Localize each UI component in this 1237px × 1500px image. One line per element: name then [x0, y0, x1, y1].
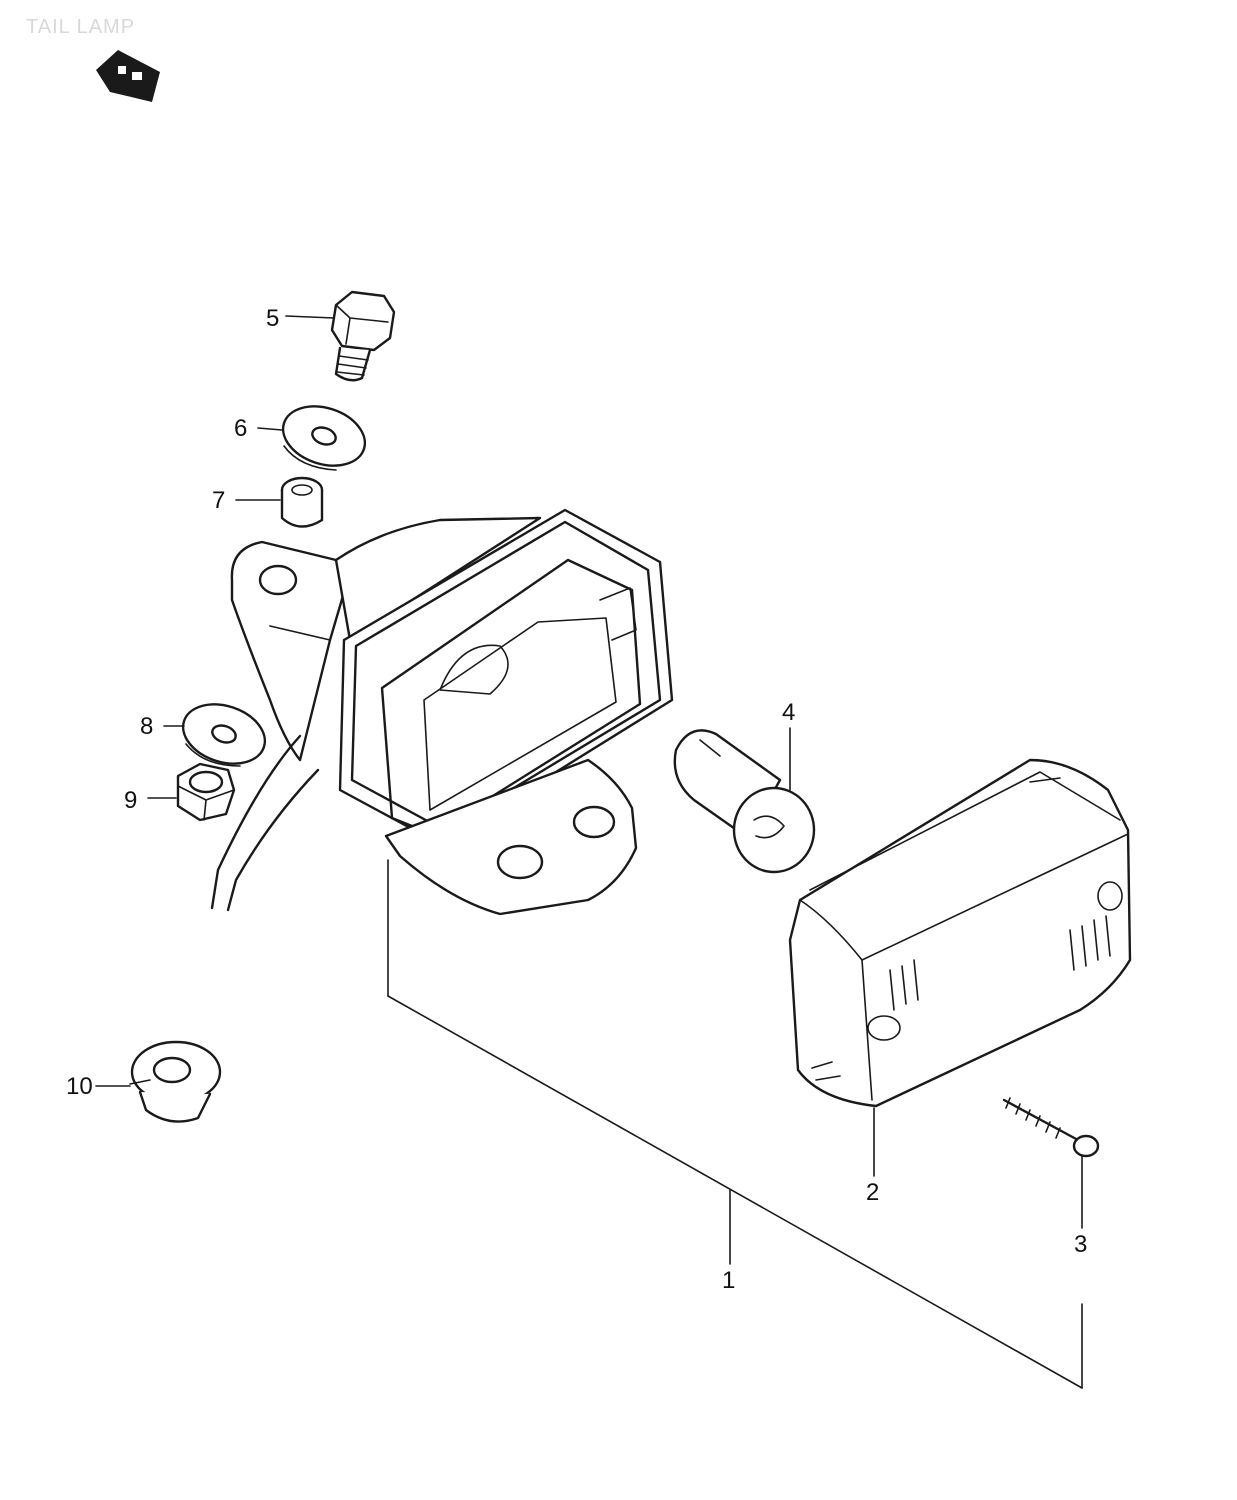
callout-1: 1 — [722, 1267, 735, 1294]
callout-10: 10 — [66, 1073, 93, 1100]
grommet-part — [129, 1040, 222, 1123]
leader-5 — [285, 315, 335, 319]
screw-part — [1002, 1097, 1100, 1158]
leader-6 — [257, 427, 283, 431]
bulb-part — [673, 729, 816, 874]
washer-part-6 — [281, 405, 367, 471]
badge-arrow-icon — [96, 50, 160, 102]
lens-part — [788, 758, 1132, 1108]
nut-part — [176, 762, 236, 822]
callout-9: 9 — [124, 787, 137, 814]
page-title: TAIL LAMP — [26, 16, 136, 38]
bolt-part — [330, 290, 396, 382]
callout-3: 3 — [1074, 1231, 1087, 1258]
leader-1 — [387, 859, 1083, 1389]
callout-8: 8 — [140, 713, 153, 740]
spacer-part — [280, 476, 324, 528]
callout-7: 7 — [212, 487, 225, 514]
callout-6: 6 — [234, 415, 247, 442]
callout-2: 2 — [866, 1179, 879, 1206]
callout-5: 5 — [266, 305, 279, 332]
callout-4: 4 — [782, 699, 795, 726]
housing-part — [210, 508, 674, 916]
washer-part-8 — [181, 703, 267, 767]
